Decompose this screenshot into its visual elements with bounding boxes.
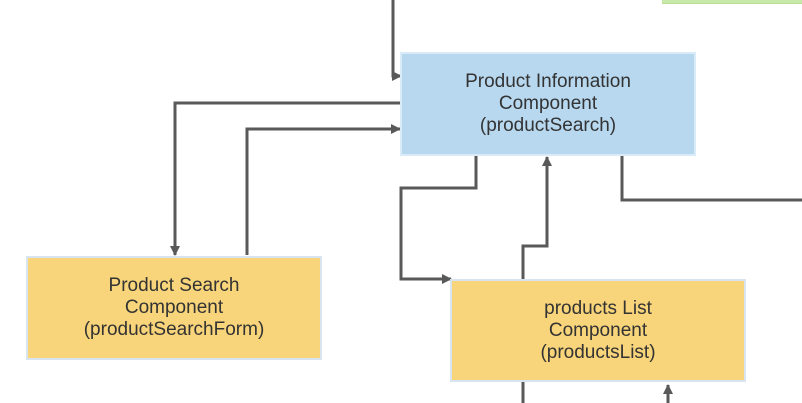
edge-product-information-to-right — [620, 156, 802, 202]
node-type: Component — [498, 93, 598, 114]
product-search-component-node: Product Search Component (productSearchF… — [26, 256, 322, 360]
edge-top-to-product-information — [391, 0, 402, 81]
edge-products-list-to-product-information — [521, 156, 552, 280]
node-identifier: (productSearch) — [479, 115, 617, 136]
node-title: products List — [544, 297, 652, 319]
node-type: Component — [124, 297, 224, 318]
node-title: Product Search — [108, 275, 240, 296]
node-type: Component — [548, 319, 648, 341]
node-title: Product Information — [465, 71, 631, 92]
node-identifier: (productSearchForm) — [83, 319, 265, 340]
edge-product-information-to-product-search — [170, 101, 401, 256]
edge-product-search-to-product-information — [245, 124, 401, 255]
edge-product-information-to-products-list — [399, 156, 478, 284]
products-list-component-node: products List Component (productsList) — [450, 279, 746, 382]
product-information-component-node: Product Information Component (productSe… — [400, 52, 696, 156]
partial-node-top-right — [662, 0, 802, 4]
node-identifier: (productsList) — [540, 341, 656, 363]
